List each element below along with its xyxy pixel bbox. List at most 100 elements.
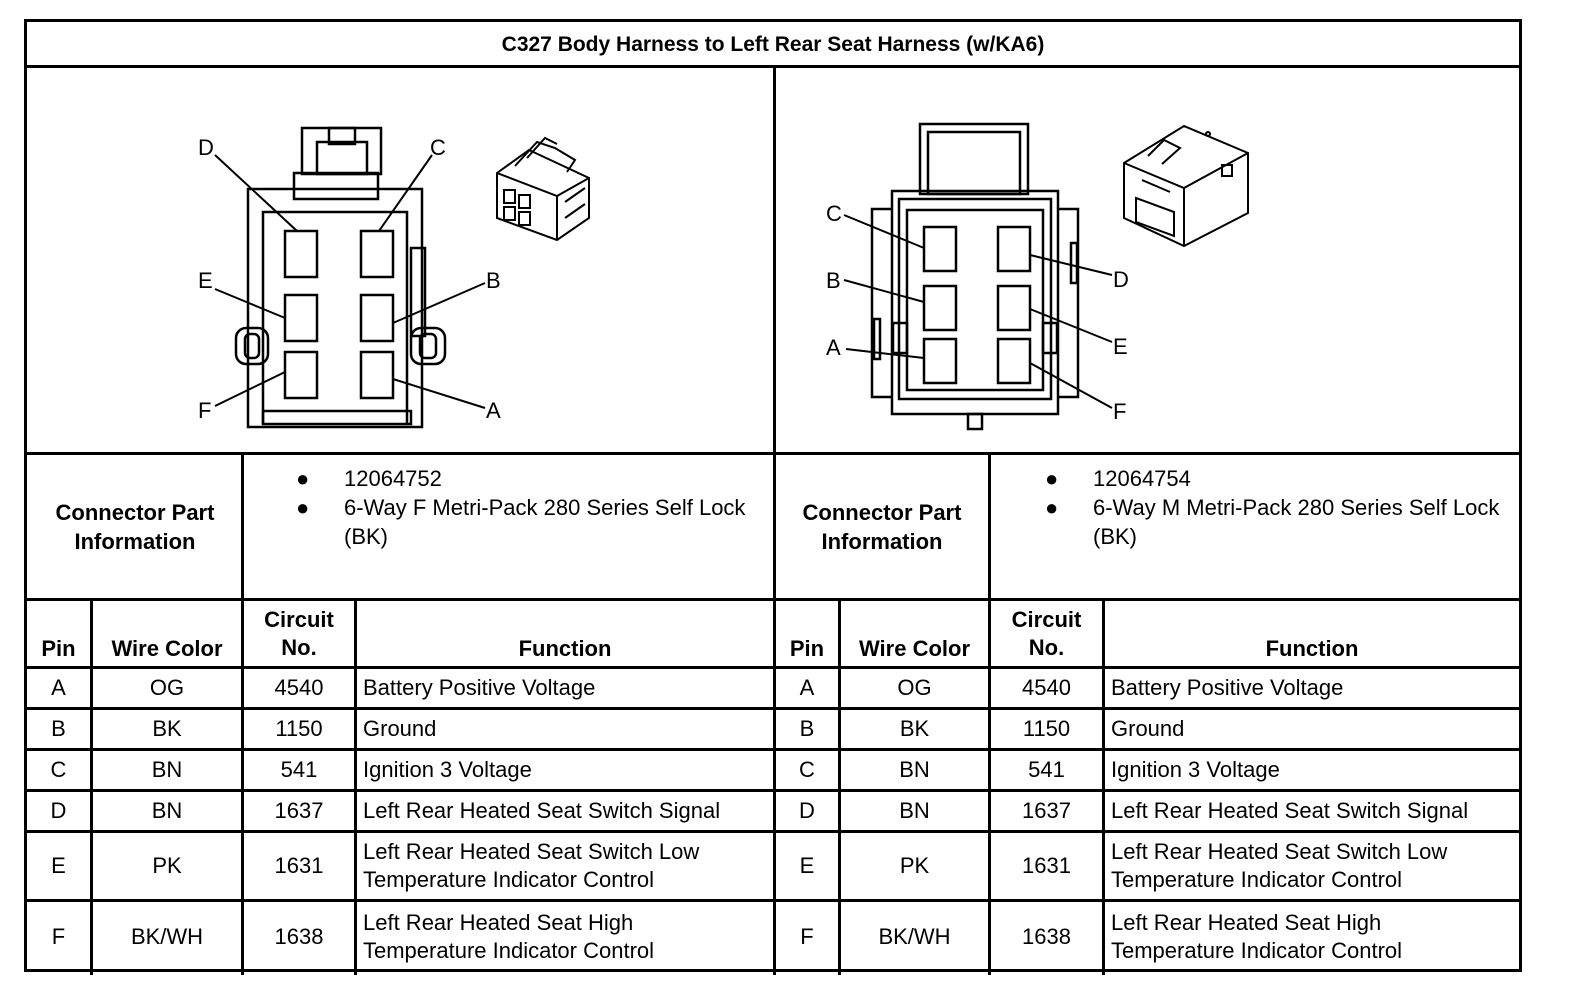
male-connector-face-svg: C B A D E F bbox=[826, 122, 1249, 431]
pin-cell: F bbox=[800, 924, 814, 949]
rule bbox=[988, 452, 991, 975]
circuit-cell: 1150 bbox=[275, 716, 323, 741]
pin-cell: E bbox=[799, 853, 815, 878]
pin-cell: F bbox=[51, 924, 66, 949]
callout-e-label: E bbox=[198, 268, 213, 293]
function-cell: Left Rear Heated Seat Switch Signal bbox=[363, 798, 721, 823]
pin-cell: C bbox=[799, 757, 815, 782]
header-pin: Pin bbox=[41, 636, 76, 661]
header-function: Function bbox=[518, 636, 612, 661]
rule bbox=[27, 748, 1519, 751]
circuit-cell: 1150 bbox=[1022, 716, 1071, 741]
function-cell: Battery Positive Voltage bbox=[363, 675, 596, 700]
pin-cell: A bbox=[51, 675, 66, 700]
part-number: 12064752 bbox=[344, 466, 442, 491]
circuit-cell: 4540 bbox=[274, 675, 324, 700]
pin-cell: D bbox=[50, 798, 67, 823]
wire-color-cell: BN bbox=[151, 798, 183, 823]
wire-color-cell: PK bbox=[152, 853, 182, 878]
callout-e-label: E bbox=[1113, 334, 1128, 359]
function-cell: Battery Positive Voltage bbox=[1111, 675, 1344, 700]
function-cell: Ground bbox=[1111, 716, 1185, 741]
rule bbox=[27, 789, 1519, 792]
function-cell: Left Rear Heated Seat Switch Low Tempera… bbox=[363, 839, 700, 892]
wire-color-cell: BK/WH bbox=[878, 924, 951, 949]
circuit-cell: 1631 bbox=[1022, 853, 1071, 878]
function-cell: Left Rear Heated Seat Switch Signal bbox=[1111, 798, 1469, 823]
callout-d-label: D bbox=[1113, 267, 1129, 292]
pin-cell: B bbox=[799, 716, 815, 741]
circuit-cell: 1637 bbox=[1022, 798, 1071, 823]
circuit-cell: 541 bbox=[1028, 757, 1065, 782]
circuit-cell: 1638 bbox=[274, 924, 324, 949]
rule bbox=[241, 452, 244, 975]
function-cell: Left Rear Heated Seat High Temperature I… bbox=[363, 910, 655, 963]
wire-color-cell: BN bbox=[899, 757, 930, 782]
function-cell: Ignition 3 Voltage bbox=[1111, 757, 1280, 782]
wire-color-cell: OG bbox=[897, 675, 932, 700]
wire-color-cell: OG bbox=[149, 675, 185, 700]
part-description-item: ● 6-Way M Metri-Pack 280 Series Self Lock… bbox=[1041, 493, 1516, 551]
male-connector-drawing: C B A D E F bbox=[776, 68, 1519, 455]
bullet-icon: ● bbox=[296, 495, 310, 520]
wire-color-cell: BK bbox=[899, 716, 930, 741]
wire-color-cell: BN bbox=[899, 798, 930, 823]
part-number: 12064754 bbox=[1093, 466, 1191, 491]
pin-cell: D bbox=[799, 798, 815, 823]
pin-cell: C bbox=[50, 757, 67, 782]
header-function: Function bbox=[1265, 636, 1359, 661]
rule bbox=[354, 598, 357, 975]
connector-part-info-label: Connector Part Information bbox=[802, 499, 962, 554]
callout-c-label: C bbox=[430, 135, 446, 160]
header-pin: Pin bbox=[789, 636, 825, 661]
connector-part-info-label: Connector Part Information bbox=[55, 499, 215, 554]
callout-b-label: B bbox=[486, 268, 501, 293]
circuit-cell: 541 bbox=[280, 757, 318, 782]
part-description: 6-Way M Metri-Pack 280 Series Self Lock … bbox=[1093, 495, 1500, 549]
rule bbox=[90, 598, 93, 975]
function-cell: Left Rear Heated Seat Switch Low Tempera… bbox=[1111, 839, 1448, 892]
part-info-list: ● 12064752 ● 6-Way F Metri-Pack 280 Series… bbox=[292, 464, 762, 551]
rule bbox=[27, 899, 1519, 902]
callout-a-label: A bbox=[826, 335, 841, 360]
bullet-icon: ● bbox=[1045, 466, 1059, 491]
header-circuit-no: Circuit No. bbox=[1011, 607, 1082, 660]
wire-color-cell: PK bbox=[899, 853, 930, 878]
part-description-item: ● 6-Way F Metri-Pack 280 Series Self Lock… bbox=[292, 493, 762, 551]
rule bbox=[1102, 598, 1105, 975]
pin-cell: A bbox=[799, 675, 815, 700]
rule bbox=[838, 598, 841, 975]
bullet-icon: ● bbox=[1045, 495, 1059, 520]
circuit-cell: 1638 bbox=[1022, 924, 1071, 949]
wire-color-cell: BK/WH bbox=[130, 924, 204, 949]
callout-b-label: B bbox=[826, 268, 841, 293]
rule bbox=[27, 830, 1519, 833]
part-number-item: ● 12064752 bbox=[292, 464, 762, 493]
rule bbox=[27, 452, 1519, 455]
pin-cell: B bbox=[51, 716, 66, 741]
callout-a-label: A bbox=[486, 398, 501, 423]
callout-d-label: D bbox=[198, 135, 214, 160]
wire-color-cell: BK bbox=[152, 716, 182, 741]
header-wire-color: Wire Color bbox=[858, 636, 971, 661]
callout-c-label: C bbox=[826, 201, 842, 226]
function-cell: Ground bbox=[363, 716, 437, 741]
callout-f-label: F bbox=[1113, 399, 1126, 424]
part-description: 6-Way F Metri-Pack 280 Series Self Lock … bbox=[344, 495, 746, 549]
wire-color-cell: BN bbox=[151, 757, 183, 782]
circuit-cell: 1631 bbox=[274, 853, 324, 878]
female-connector-drawing: D C E B F A bbox=[27, 68, 773, 455]
rule bbox=[27, 666, 1519, 669]
connector-sheet: C327 Body Harness to Left Rear Seat Harn… bbox=[24, 19, 1522, 975]
rule bbox=[27, 598, 1519, 601]
circuit-cell: 1637 bbox=[274, 798, 324, 823]
function-cell: Ignition 3 Voltage bbox=[363, 757, 532, 782]
circuit-cell: 4540 bbox=[1022, 675, 1071, 700]
part-number-item: ● 12064754 bbox=[1041, 464, 1516, 493]
page-title: C327 Body Harness to Left Rear Seat Harn… bbox=[501, 33, 1045, 56]
rule bbox=[773, 65, 776, 975]
bullet-icon: ● bbox=[296, 466, 310, 491]
part-info-list: ● 12064754 ● 6-Way M Metri-Pack 280 Series… bbox=[1041, 464, 1516, 551]
pin-cell: E bbox=[51, 853, 66, 878]
callout-f-label: F bbox=[198, 398, 211, 423]
